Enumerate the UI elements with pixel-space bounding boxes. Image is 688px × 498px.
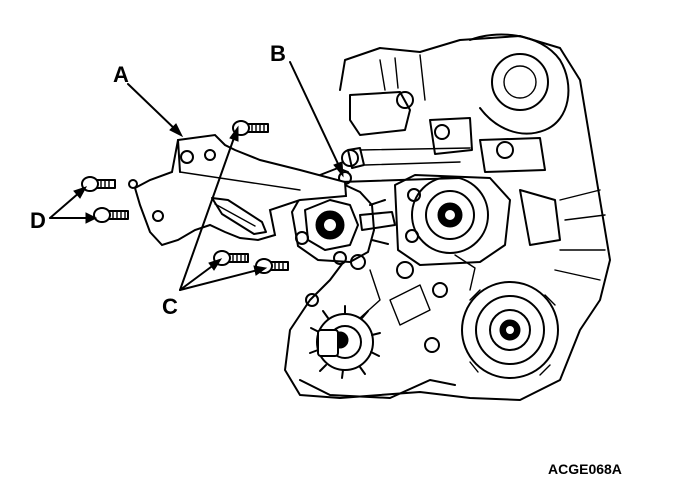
leader-d [49,186,98,224]
callout-a: A [113,62,129,87]
callout-d: D [30,208,46,233]
leader-c [179,125,268,291]
leader-b [289,61,344,178]
callout-c: C [162,294,178,319]
leader-a [127,83,184,138]
bolt-d-lower [93,207,129,223]
bolt-d-upper [81,176,116,192]
callout-b: B [270,41,286,66]
figure-code: ACGE068A [548,461,622,477]
engine-block [284,33,611,401]
bracket-a [128,133,348,247]
crank-sprocket [309,305,381,379]
